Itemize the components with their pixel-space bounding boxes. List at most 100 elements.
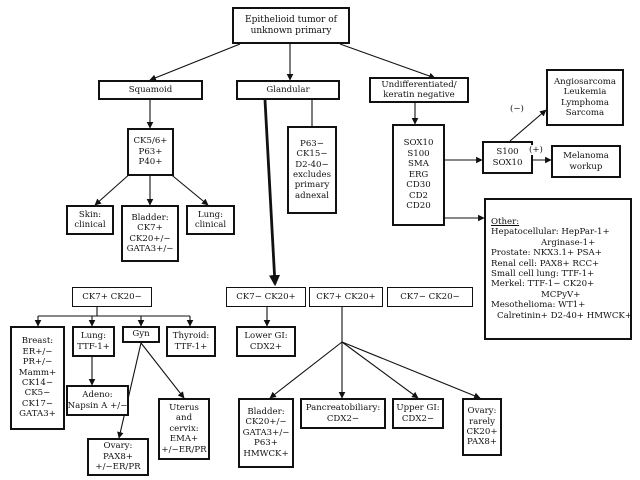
uterus-cervix-box: Uterus and cervix: EMA+ +/−ER/PR (158, 398, 210, 460)
sarcoma-group-box: Angiosarcoma Leukemia Lymphoma Sarcoma (546, 69, 624, 126)
root-line-1: Epithelioid tumor of (245, 14, 337, 25)
uterus-line: EMA+ (169, 434, 199, 445)
s100-line: S100 (496, 147, 519, 158)
uterus-line: and (175, 413, 193, 424)
gyn-label: Gyn (132, 329, 150, 340)
other-line: MCPyV+ (541, 289, 581, 300)
undiff-line-2: keratin negative (383, 90, 455, 100)
ck7pos-ck20pos-box: CK7+ CK20+ (309, 287, 383, 307)
ovary-gyn-line: +/−ER/PR (95, 462, 141, 473)
squamoid-label: Squamoid (128, 84, 173, 95)
lung-squamous-box: Lung: clinical (186, 205, 235, 235)
lung-gl-line-1: Lung: (80, 331, 107, 342)
ovary-gyn-line: PAX8+ (103, 451, 133, 462)
other-line: Prostate: NKX3.1+ PSA+ (491, 248, 602, 259)
other-line: Hepatocellular: HepPar-1+ (491, 227, 610, 238)
undiff-marker: S100 (407, 148, 430, 159)
bladder-gl-line: P63+ (254, 438, 278, 449)
glandular-markers-box: P63− CK15− D2-40− excludes primary adnex… (287, 126, 337, 214)
bladder-gl-line: CK20+/− (245, 417, 287, 428)
glandular-marker: primary (294, 180, 330, 191)
other-line: Merkel: TTF-1− CK20+ (491, 279, 595, 290)
s100-sox10-box: S100 SOX10 (482, 141, 533, 174)
breast-line: CK17− (21, 398, 54, 409)
bladder-squamous-box: Bladder: CK7+ CK20+/− GATA3+/− (121, 205, 179, 262)
lung-sq-line-1: Lung: (197, 209, 224, 220)
breast-line: Mamm+ (18, 367, 57, 378)
ck7pos-ck20neg-box: CK7+ CK20− (72, 287, 152, 307)
other-box: Other: Hepatocellular: HepPar-1+ Arginas… (484, 198, 632, 340)
other-title: Other: (491, 216, 520, 227)
ovary-gyn-box: Ovary: PAX8+ +/−ER/PR (87, 438, 149, 476)
ovary-rare-line: rarely (468, 416, 496, 427)
undiff-marker: SMA (408, 159, 429, 170)
bladder-sq-line: Bladder: (131, 212, 169, 223)
sox10-line: SOX10 (492, 157, 523, 168)
sarcoma-group-line: Sarcoma (565, 107, 605, 118)
squamous-marker: P40+ (138, 157, 163, 168)
sarcoma-group-line: Leukemia (563, 87, 607, 98)
breast-line: CK5− (24, 388, 51, 399)
breast-line: GATA3+ (19, 409, 56, 420)
undiff-marker: CD2 (409, 190, 428, 201)
upper-gi-line-2: CDX2− (401, 413, 435, 424)
lower-gi-line-1: Lower GI: (244, 331, 288, 342)
skin-line-1: Skin: (78, 209, 102, 220)
pancreatobiliary-box: Pancreatobiliary: CDX2− (300, 398, 386, 429)
undiff-line-1: Undifferentiated/ (381, 79, 457, 90)
thyroid-line-2: TTF-1+ (174, 341, 208, 352)
breast-line: PR+/− (22, 357, 53, 368)
thyroid-line-1: Thyroid: (172, 331, 210, 342)
upper-gi-box: Upper GI: CDX2− (392, 398, 444, 429)
bladder-gl-line: HMWCK+ (243, 448, 289, 459)
uterus-line: Uterus (169, 402, 199, 413)
undiff-marker: ERG (408, 169, 429, 180)
ck7neg-ck20pos-label: CK7− CK20+ (236, 291, 296, 302)
adeno-line-1: Adeno: (82, 390, 113, 401)
ck7pos-ck20pos-label: CK7+ CK20+ (316, 291, 376, 302)
lower-gi-line-2: CDX2+ (249, 341, 283, 352)
melanoma-line-1: Melanoma (563, 151, 609, 162)
melanoma-line-2: workup (569, 161, 603, 172)
ovary-rare-line: Ovary: (467, 406, 497, 417)
squamoid-box: Squamoid (98, 80, 203, 100)
upper-gi-line-1: Upper GI: (396, 403, 440, 414)
bladder-glandular-box: Bladder: CK20+/− GATA3+/− P63+ HMWCK+ (238, 398, 294, 468)
glandular-marker: D2-40− (295, 159, 329, 170)
glandular-box: Glandular (236, 80, 340, 100)
undiff-marker: CD30 (406, 180, 431, 191)
arrow-markers-to-lung (167, 171, 209, 206)
arrow-glandular-to-ck (263, 99, 281, 287)
uterus-line: cervix: (169, 423, 199, 434)
undiff-marker: CD20 (406, 201, 431, 212)
ck7neg-ck20neg-label: CK7− CK20− (400, 291, 460, 302)
bladder-sq-line: CK7+ (137, 223, 163, 234)
breast-box: Breast: ER+/− PR+/− Mamm+ CK14− CK5− CK1… (10, 326, 65, 430)
ovary-gyn-line: Ovary: (103, 441, 133, 452)
adeno-box: Adeno: Napsin A +/− (66, 385, 129, 416)
bladder-sq-line: CK20+/− (129, 233, 171, 244)
squamous-marker: CK5/6+ (133, 136, 168, 147)
undiff-marker: SOX10 (403, 138, 434, 149)
bladder-gl-line: Bladder: (247, 406, 285, 417)
ovary-rare-line: PAX8+ (467, 437, 497, 448)
skin-box: Skin: clinical (66, 205, 114, 235)
negative-edge-label: (−) (509, 104, 525, 114)
ck7neg-ck20neg-box: CK7− CK20− (387, 287, 473, 307)
other-line: Arginase-1+ (541, 237, 596, 248)
undiff-box: Undifferentiated/ keratin negative (369, 77, 469, 103)
arrow-to-bladder-gl (269, 341, 343, 399)
arrow-gyn-to-uterus (140, 342, 185, 399)
pancreato-line-1: Pancreatobiliary: (305, 403, 381, 414)
glandular-marker: P63− (300, 138, 324, 149)
root-box: Epithelioid tumor of unknown primary (232, 7, 350, 44)
thyroid-box: Thyroid: TTF-1+ (166, 326, 216, 357)
arrow-root-to-squamoid (149, 43, 241, 81)
arrow-to-upper-gi (341, 341, 419, 399)
arrow-root-to-undiff (339, 43, 436, 80)
root-line-2: unknown primary (250, 25, 332, 36)
lung-gl-line-2: TTF-1+ (77, 341, 110, 352)
melanoma-box: Melanoma workup (551, 145, 621, 178)
gyn-box: Gyn (122, 326, 160, 343)
